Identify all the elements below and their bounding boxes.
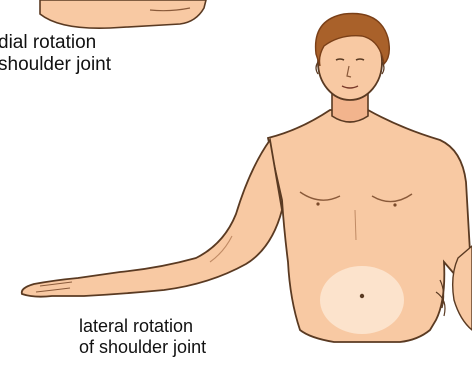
lateral-rotation-label-line2: of shoulder joint [79,337,206,358]
medial-rotation-arm-fragment [40,0,206,28]
lateral-rotation-label-line1: lateral rotation [79,316,206,337]
lateral-rotation-arm [22,140,282,297]
torso [268,110,472,342]
head [316,14,390,101]
lateral-rotation-label: lateral rotation of shoulder joint [79,316,206,357]
medial-rotation-label-line1: dial rotation [0,32,111,54]
medial-rotation-label: dial rotation shoulder joint [0,32,111,76]
medial-rotation-label-line2: shoulder joint [0,54,111,76]
navel [360,294,364,298]
